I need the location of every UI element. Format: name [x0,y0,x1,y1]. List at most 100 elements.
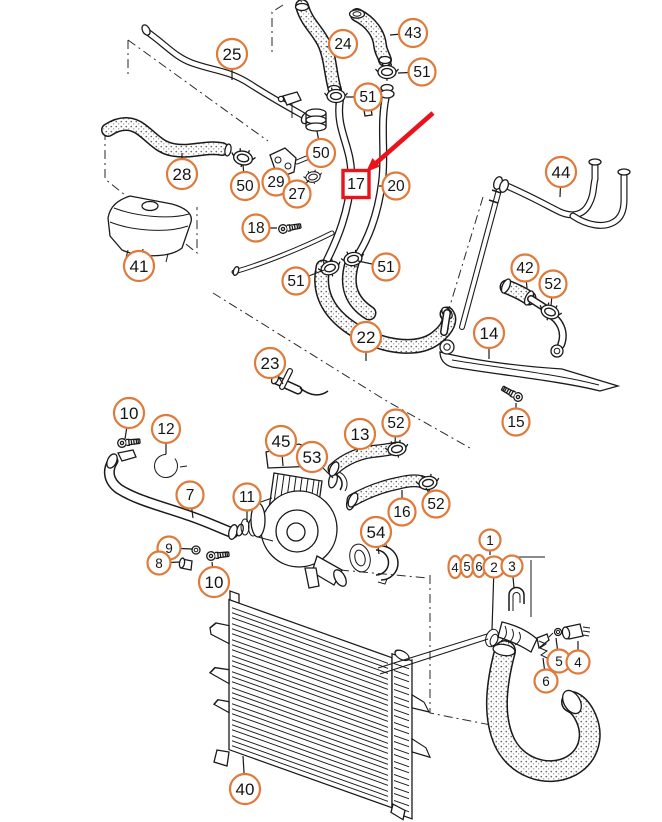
callout-22[interactable]: 22 [349,320,383,361]
callout-bubble [500,554,524,578]
callout-44[interactable]: 44 [544,155,578,198]
callout-number: 4 [574,655,582,670]
callout-52[interactable]: 52 [421,487,451,519]
callout-number: 15 [507,414,524,431]
callout-51[interactable]: 51 [346,82,383,112]
callout-43[interactable]: 43 [389,17,429,49]
callout-40[interactable]: 40 [228,755,262,806]
callout-number: 28 [173,165,192,184]
callout-number: 16 [393,504,410,521]
callout-3[interactable]: 3 [500,554,524,589]
callout-45[interactable]: 45 [264,424,298,467]
callout-15[interactable]: 15 [501,403,531,437]
bolt-10-lower [205,549,231,562]
callout-bubble [282,179,312,209]
callout-number: 2 [490,560,498,575]
callout-28[interactable]: 28 [165,153,199,191]
pipe-14 [439,339,621,392]
callout-10[interactable]: 10 [112,396,146,440]
callout-number: 45 [272,432,291,451]
callout-number: 25 [223,45,242,64]
callout-52[interactable]: 52 [381,408,411,445]
callout-6[interactable]: 6 [533,657,559,694]
callout-50[interactable]: 50 [305,130,337,169]
callout-number: 27 [288,186,305,203]
bolt-18 [277,220,303,235]
callout-number: 8 [155,556,163,571]
callout-51[interactable]: 51 [281,266,325,296]
callout-bubble [533,668,559,694]
callout-50[interactable]: 50 [229,164,261,202]
callout-bubble [146,550,172,576]
callout-bubble [371,252,401,282]
callout-bubble [565,649,591,675]
callout-number: 52 [387,415,404,432]
pipe-7 [105,449,258,571]
callout-5[interactable]: 5 [459,553,475,579]
expansion-tank-41 [107,195,192,263]
callout-bubble [264,424,298,458]
callout-number: 12 [157,421,174,438]
callout-number: 22 [357,328,376,347]
callout-bubble [165,157,199,191]
callout-number: 10 [205,573,224,592]
callout-25[interactable]: 25 [215,37,249,80]
callout-bubble [122,249,156,283]
callout-bubble [295,440,329,474]
callout-2[interactable]: 2 [482,555,506,631]
callout-18[interactable]: 18 [241,213,278,243]
callout-number: 14 [480,324,499,343]
callout-6[interactable]: 6 [471,553,487,579]
callout-number: 52 [544,276,561,293]
callout-bubble [381,408,411,438]
callout-52[interactable]: 52 [538,269,568,307]
callout-number: 29 [267,174,284,191]
callout-14[interactable]: 14 [472,316,506,359]
callout-bubble [150,413,182,445]
outlet-sensor-group [377,556,590,771]
callout-51[interactable]: 51 [357,252,401,282]
callout-42[interactable]: 42 [510,253,540,289]
highlight-box [341,168,371,200]
callout-12[interactable]: 12 [150,413,182,454]
callout-number: 52 [427,496,444,513]
thermostat-54 [349,541,399,585]
callout-54[interactable]: 54 [359,515,393,555]
callout-17[interactable]: 17 [341,168,371,200]
callout-53[interactable]: 53 [295,440,334,479]
callout-bubble [281,266,311,296]
callout-number: 5 [555,654,563,669]
callout-7[interactable]: 7 [175,480,205,519]
callout-13[interactable]: 13 [343,417,377,453]
screw-15 [499,383,525,404]
callout-24[interactable]: 24 [326,28,359,60]
callout-4[interactable]: 4 [565,641,591,675]
callout-23[interactable]: 23 [253,346,287,385]
callout-number: 51 [413,64,430,81]
callout-20[interactable]: 20 [379,171,411,201]
callout-number: 10 [120,404,139,423]
callout-number: 3 [508,559,516,574]
callout-10[interactable]: 10 [197,561,231,599]
callout-51[interactable]: 51 [397,57,437,87]
hoses-13-16 [327,448,425,508]
callout-number: 23 [261,354,280,373]
highlight-annotation [366,111,435,172]
callout-number: 40 [236,780,255,799]
callout-bubble [197,565,231,599]
callout-1[interactable]: 1 [478,528,502,556]
callout-bubble [501,407,531,437]
callout-number: 51 [287,273,304,290]
hose-43 [348,10,392,64]
callout-8[interactable]: 8 [146,550,181,576]
hose-22 [322,263,455,346]
callout-bubble [229,170,261,202]
callout-number: 51 [359,89,376,106]
callout-27[interactable]: 27 [282,179,312,209]
callout-41[interactable]: 41 [122,248,156,283]
callout-bubble [538,269,568,299]
callout-16[interactable]: 16 [387,490,417,527]
callout-11[interactable]: 11 [232,482,262,523]
